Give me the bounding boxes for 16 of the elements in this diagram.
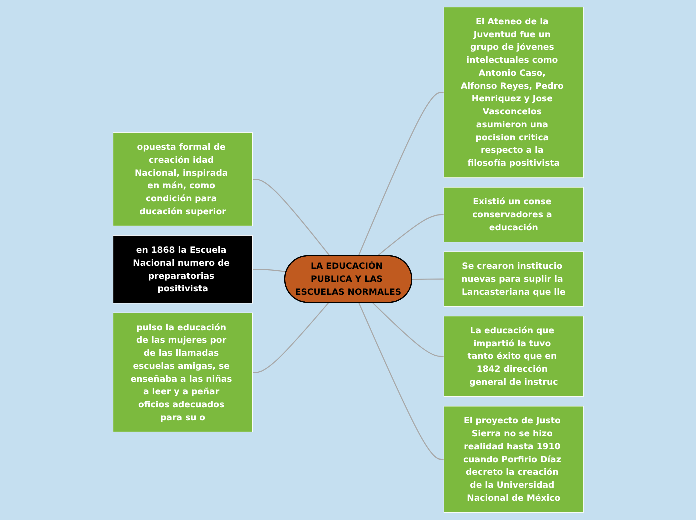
node-box: El proyecto de Justo Sierra no se hizo realidad hasta 1910 cuando Porfirio Díaz decreto la creación de la Universidad Nacional de México [443, 406, 584, 513]
connector [412, 278, 444, 280]
connector [252, 178, 330, 257]
node-box: opuesta formal de creación idad Nacional, inspirada en mán, como condición para ducación superior [112, 132, 253, 226]
connector [252, 269, 286, 273]
connector [372, 302, 444, 358]
connector [376, 214, 444, 257]
node-box: El Ateneo de la Juventud fue un grupo de jóvenes intelectuales como Antonio Caso, Alfonso Reyes, Pedro Henriquez y Jose Vasconcelos asumieron una pocision critica respecto a la filosofía positivista [443, 7, 584, 178]
node-box: La educación que impartió la tuvo tanto éxito que en 1842 dirección general de instruc [443, 316, 584, 398]
node-box: pulso la educación de las mujeres por de las llamadas escuelas amigas, se enseñaba a las niñas a leer y a peñar oficios adecuados para su o [112, 312, 253, 432]
connector [358, 302, 444, 460]
node-box: Se crearon institucio nuevas para suplir la Lancasteriana que lle [443, 252, 584, 307]
node-box: en 1868 la Escuela Nacional numero de preparatorias positivista [112, 236, 253, 304]
connector [358, 92, 444, 256]
node-box: Existió un conse conservadores a educación [443, 187, 584, 243]
connector [252, 302, 329, 374]
